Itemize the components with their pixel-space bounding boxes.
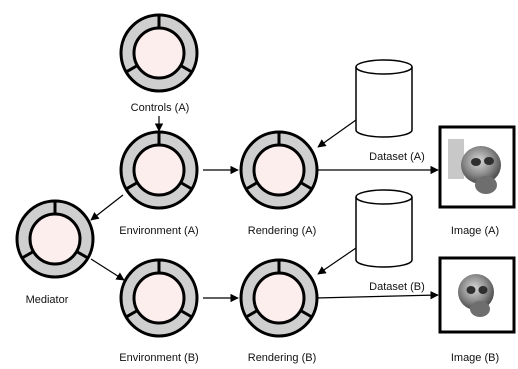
node-rendering-a <box>239 130 319 210</box>
node-dataset-a-database-icon <box>355 59 413 138</box>
skull-render-image-b <box>458 274 494 317</box>
skull-render-image-a <box>448 139 501 194</box>
label-rendering-a: Rendering (A) <box>248 225 316 237</box>
node-dataset-b-database-icon <box>355 189 413 268</box>
label-dataset-a: Dataset (A) <box>369 151 425 163</box>
label-image-a: Image (A) <box>451 225 499 237</box>
label-controls-a: Controls (A) <box>131 102 190 114</box>
edge-rendering-b-to-image-b <box>315 290 439 300</box>
node-rendering-b <box>239 258 319 338</box>
node-environment-a <box>119 130 199 210</box>
edge-dataset-b-to-rendering-b <box>317 247 357 275</box>
label-environment-a: Environment (A) <box>119 225 198 237</box>
label-rendering-b: Rendering (B) <box>248 352 316 364</box>
node-environment-b <box>119 258 199 338</box>
edge-mediator-to-environment-b <box>90 258 125 281</box>
node-image-a <box>438 125 516 209</box>
edge-environment-a-to-mediator <box>90 194 124 221</box>
node-controls-a <box>119 13 199 93</box>
node-image-b <box>438 256 516 334</box>
label-dataset-b: Dataset (B) <box>369 281 425 293</box>
label-mediator: Mediator <box>26 294 69 306</box>
node-mediator <box>15 199 95 279</box>
label-environment-b: Environment (B) <box>119 352 198 364</box>
label-image-b: Image (B) <box>451 352 499 364</box>
edges <box>90 116 439 303</box>
edge-dataset-a-to-rendering-a <box>317 119 357 148</box>
